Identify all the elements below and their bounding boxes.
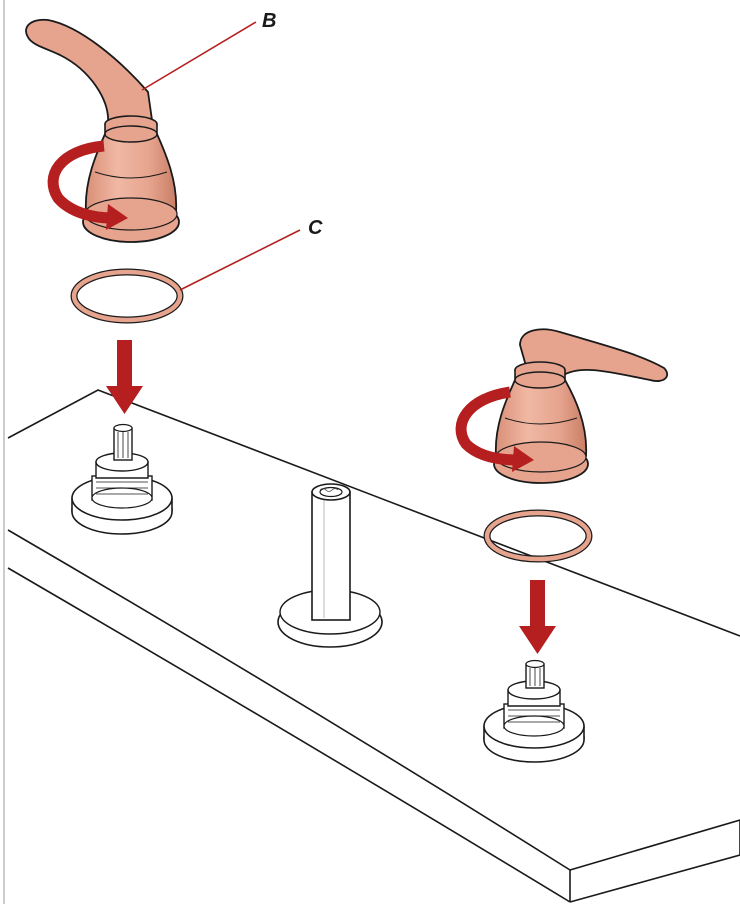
callout-b: B: [262, 10, 276, 32]
o-ring-left: [70, 268, 184, 324]
rotate-arrow-left: [47, 140, 128, 230]
valve-cartridge-right: [483, 659, 585, 763]
down-arrow-left: [106, 340, 143, 414]
rotate-arrow-right: [455, 386, 534, 472]
o-ring-right: [483, 509, 593, 563]
leader-line-b: [141, 21, 257, 91]
valve-cartridge-left: [71, 423, 173, 535]
leader-line-c: [179, 229, 301, 291]
callout-c: C: [308, 217, 323, 239]
handle-left: [25, 18, 180, 243]
spout-tube: [277, 483, 383, 648]
faucet-deck: [7, 389, 740, 903]
down-arrow-right: [519, 580, 556, 654]
handle-right: [493, 328, 669, 484]
